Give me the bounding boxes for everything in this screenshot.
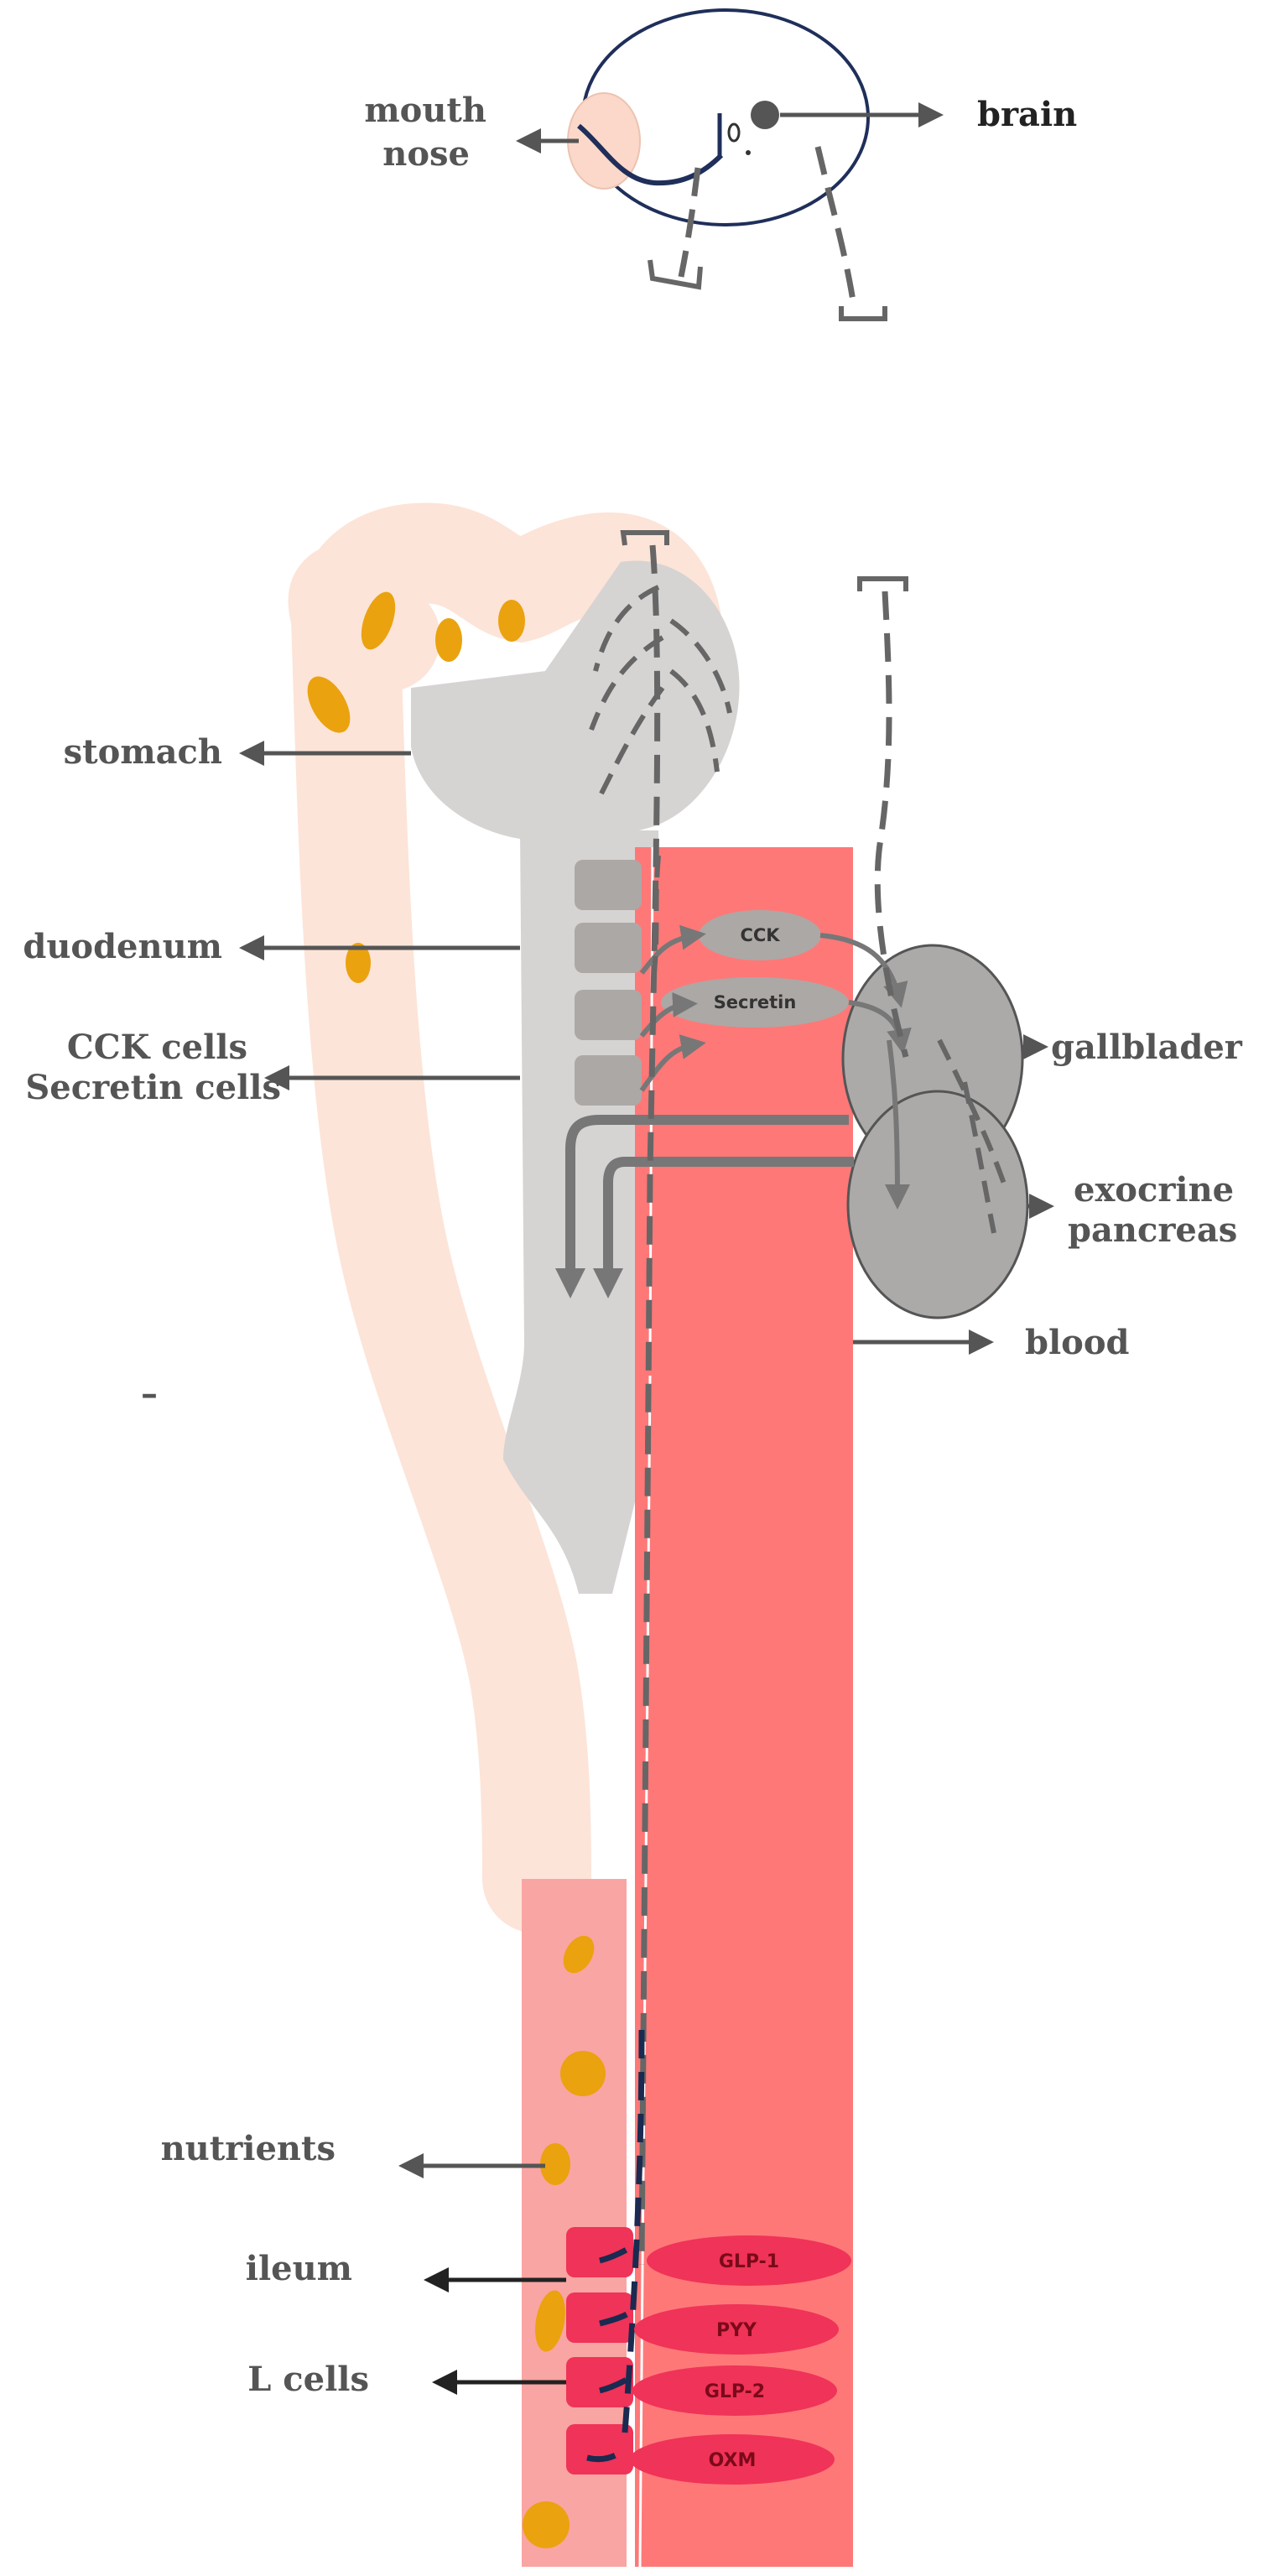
cck-oval [699,910,821,960]
nutrient-granule [523,2501,570,2548]
oxm-oval [630,2434,835,2485]
stomach-label: stomach [64,732,222,772]
nutrients-label: nutrients [161,2129,336,2168]
l-cell [566,2292,633,2343]
nutrient-granule [307,676,351,733]
nose-label: nose [382,134,470,174]
duodenum-label: duodenum [23,927,222,966]
dash-mark: – [141,1374,158,1413]
nerve-bracket-3 [620,530,669,546]
left-labels: stomach duodenum CCK cells Secretin cell… [23,732,520,1413]
secretin-to-organ-arrow [848,1000,912,1054]
organ-internal-dash [962,1081,996,1234]
vagus-dash-right-top [814,146,857,307]
brain-label: brain [977,95,1077,134]
enteroendocrine-cell [575,1055,642,1106]
enteroendocrine-cell [575,923,642,973]
nutrient-granule [346,943,371,983]
organ-internal-dash [937,1038,1009,1192]
vagus-main-right [874,591,909,1058]
nutrient-granule [498,600,525,642]
vagus-branch [593,585,660,672]
l-cells-label: L cells [247,2360,369,2399]
nutrient-granule [535,2290,565,2352]
enteroendocrine-cell [575,860,642,910]
l-cell [566,2424,633,2475]
vagus-ileum [622,2029,645,2433]
vagus-branch [669,669,720,773]
cck-to-organ-arrow [819,933,908,1008]
secretin-label: Secretin [714,992,797,1012]
exocrine-label: exocrine [1074,1170,1234,1210]
secretin-cells-label: Secretin cells [25,1068,281,1107]
brain-center [751,101,779,129]
l-cell-nerve [599,2370,639,2394]
pyy-oval [634,2304,839,2355]
l-cell-nerve [599,2304,640,2327]
nerve-bracket-4 [857,576,908,591]
nerve-bracket-1 [648,259,703,290]
pyy-label: PYY [716,2320,757,2341]
olfactory-bulb [727,122,741,143]
hormone-ovals-upper: CCK Secretin [661,910,849,1028]
organs-group [819,933,1029,1319]
vagus-branch [652,855,661,974]
glp2-label: GLP-2 [705,2381,765,2402]
glp1-label: GLP-1 [719,2251,779,2272]
pancreas [846,1090,1029,1319]
nerve-bracket-2 [839,306,887,321]
head-group: mouth nose brain [364,8,1077,321]
right-labels: gallblader exocrine pancreas blood [853,1028,1243,1362]
ileum-group [522,1879,645,2567]
l-cell [566,2357,633,2407]
pancreas-label: pancreas [1068,1210,1237,1250]
vagal-nerves [589,530,909,2266]
blood-label: blood [1025,1323,1130,1362]
l-cell [566,2227,633,2277]
nutrient-granule [361,591,396,650]
gallbladder-label: gallblader [1051,1028,1243,1067]
ileum-labels: nutrients ileum L cells [161,2129,566,2399]
oxm-label: OXM [709,2450,757,2471]
secretin-oval [661,977,849,1028]
cell-to-secretin-arrow-2 [639,1034,706,1092]
nutrient-granule [540,2143,570,2185]
mouth-label: mouth [364,91,486,130]
hormone-ovals-lower: GLP-1 PYY GLP-2 OXM [630,2235,851,2485]
return-flow-1 [555,1115,849,1298]
cck-label: CCK [740,925,780,945]
nutrient-granule [563,1935,595,1974]
ileum-label: ileum [246,2249,352,2288]
nutrients-upper [307,591,525,983]
organ-internal-arrow [884,1039,910,1210]
vagus-branch [597,686,665,799]
glp1-oval [647,2235,851,2286]
duodenal-cells [575,860,642,1106]
vagus-branch [669,618,732,714]
enteroendocrine-cell [575,990,642,1040]
cell-to-cck-arrow [639,924,706,975]
nasal-pathway [577,123,724,186]
l-cell-nerve [586,2447,627,2463]
vagus-dash-left-top [678,167,701,278]
brain-dot [746,150,751,155]
vagus-branch [589,635,664,731]
nutrient-granule [435,618,462,662]
return-flow-2 [593,1157,854,1298]
nutrient-granule [560,2051,606,2096]
glp2-oval [632,2365,837,2416]
cell-to-secretin-arrow [639,991,698,1038]
vagus-main-left [638,544,661,2266]
cck-cells-label: CCK cells [67,1028,247,1067]
l-cell-nerve [599,2240,639,2264]
